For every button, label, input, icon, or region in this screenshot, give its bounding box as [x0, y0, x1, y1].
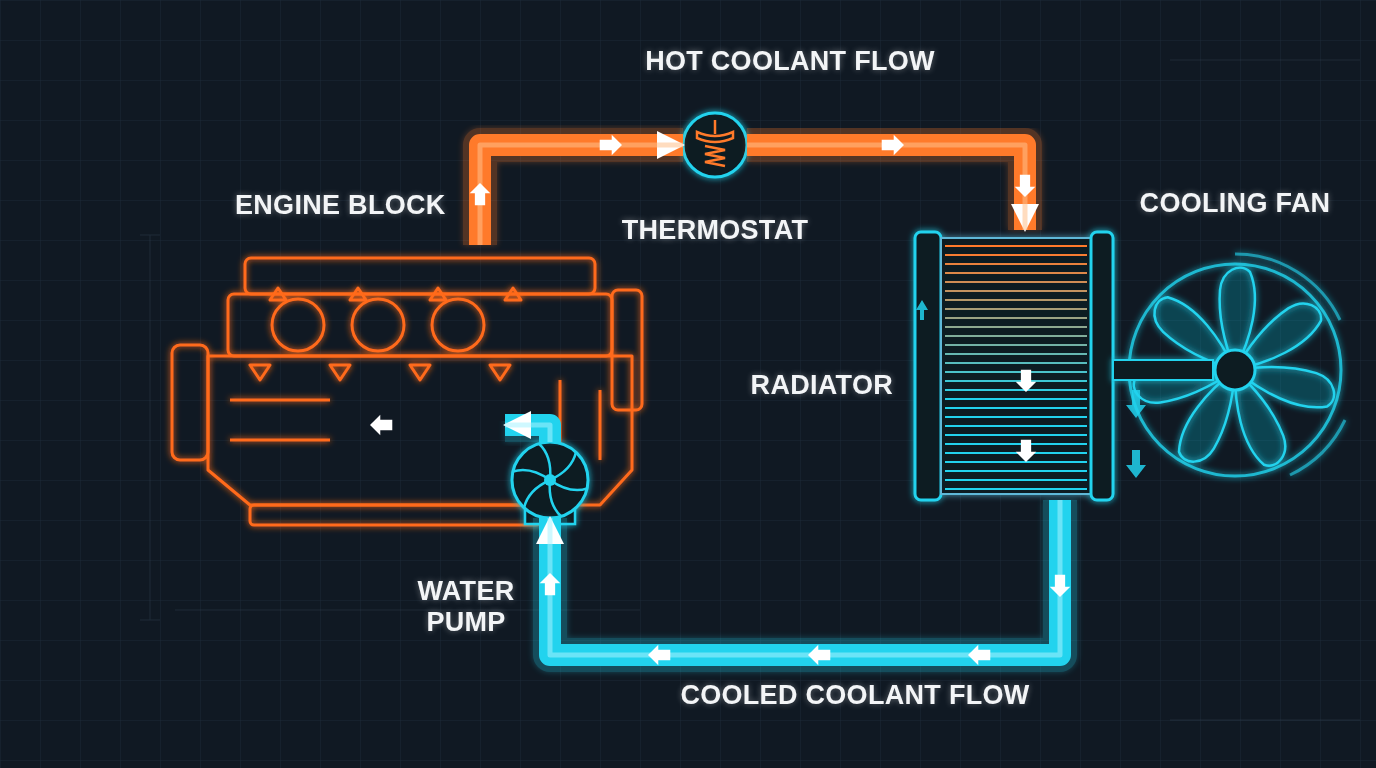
flow-title: COOLED COOLANT FLOW — [680, 680, 1029, 711]
radiator-fin — [945, 425, 1087, 427]
part-label: RADIATOR — [751, 370, 893, 401]
radiator-fin — [945, 254, 1087, 256]
radiator-fin — [945, 335, 1087, 337]
flow-arrow — [882, 135, 904, 156]
coolant-pipe-group — [550, 500, 1060, 655]
radiator-fin — [945, 443, 1087, 445]
coolant-pipe — [505, 425, 550, 442]
part-label: ENGINE BLOCK — [235, 190, 446, 221]
radiator-fin — [945, 371, 1087, 373]
part-label: COOLING FAN — [1140, 188, 1331, 219]
radiator-fin — [945, 434, 1087, 436]
pipe-glow — [550, 500, 1060, 655]
radiator-fin — [945, 245, 1087, 247]
flow-arrow — [370, 415, 392, 436]
pipe-highlight — [505, 425, 550, 442]
water-pump: WATER PUMP — [512, 442, 588, 518]
cooling-fan: COOLING FAN — [1125, 260, 1345, 480]
radiator-fin — [945, 416, 1087, 418]
radiator-fin — [945, 308, 1087, 310]
impeller-vane — [513, 457, 550, 494]
fan-illustration — [1113, 254, 1345, 476]
flow-arrow — [470, 183, 491, 205]
impeller-vane — [537, 480, 574, 517]
air-flow-arrows — [916, 300, 1146, 478]
radiator-fin — [945, 290, 1087, 292]
radiator-fin — [945, 470, 1087, 472]
radiator-fin — [945, 317, 1087, 319]
water-pump-symbol — [512, 442, 588, 524]
coolant-pipe — [550, 500, 1060, 655]
engine-block: ENGINE BLOCK — [180, 245, 505, 515]
radiator-fin — [945, 452, 1087, 454]
radiator-fin — [945, 461, 1087, 463]
radiator-fin — [945, 389, 1087, 391]
radiator-fin — [945, 407, 1087, 409]
flow-arrow — [808, 645, 830, 666]
thermostat-symbol — [683, 113, 747, 177]
radiator-fin — [945, 362, 1087, 364]
radiator-fin — [945, 398, 1087, 400]
impeller-vane — [526, 443, 563, 480]
radiator-fin — [945, 326, 1087, 328]
part-label: WATER PUMP — [410, 576, 522, 638]
flow-arrow — [1050, 575, 1071, 597]
flow-arrow — [1016, 440, 1037, 462]
flow-arrow — [648, 645, 670, 666]
flow-arrow — [600, 135, 622, 156]
radiator-fin — [945, 299, 1087, 301]
flow-arrow — [540, 573, 561, 595]
radiator-fin — [945, 344, 1087, 346]
flow-title: HOT COOLANT FLOW — [645, 46, 935, 77]
flow-arrow — [1015, 175, 1036, 197]
engine-illustration — [172, 258, 642, 525]
pipe-glow — [505, 425, 550, 442]
part-label: THERMOSTAT — [622, 215, 808, 246]
pipe-highlight — [550, 500, 1060, 655]
thermostat: THERMOSTAT — [683, 113, 747, 177]
radiator-fin — [945, 281, 1087, 283]
coolant-pipe-group — [505, 425, 550, 442]
radiator-illustration — [915, 232, 1113, 500]
flow-arrow — [968, 645, 990, 666]
flow-arrow — [1016, 370, 1037, 392]
radiator-fin — [945, 488, 1087, 490]
radiator: RADIATOR — [915, 230, 1113, 500]
radiator-fin — [945, 353, 1087, 355]
impeller-vane — [550, 466, 587, 503]
blueprint-marks — [140, 60, 1360, 720]
radiator-fin — [945, 263, 1087, 265]
radiator-fin — [945, 272, 1087, 274]
radiator-fin — [945, 479, 1087, 481]
